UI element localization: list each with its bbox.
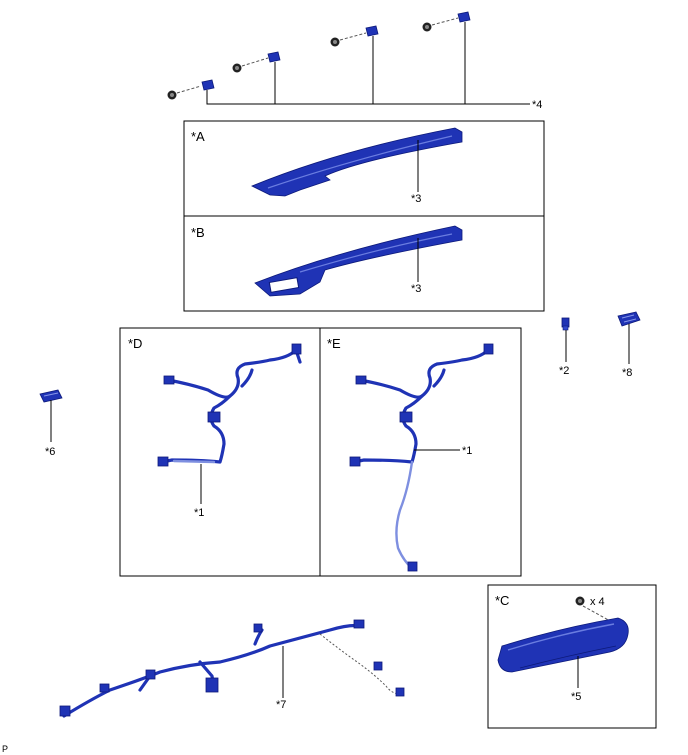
part-2-clip bbox=[561, 317, 570, 331]
wire-harness-d bbox=[157, 343, 302, 467]
clip-icon bbox=[201, 79, 215, 91]
connector-icon bbox=[163, 375, 175, 385]
screw-icon bbox=[167, 90, 177, 100]
screw-icon bbox=[330, 37, 340, 47]
screw-icon bbox=[232, 63, 242, 73]
dash-panel-a bbox=[251, 127, 463, 197]
callout-7: *7 bbox=[276, 699, 286, 711]
callout-4: *4 bbox=[532, 99, 542, 111]
variant-box-c bbox=[487, 584, 657, 729]
wire-harness-e bbox=[349, 343, 494, 572]
connector-icon bbox=[407, 561, 418, 572]
connector-icon bbox=[349, 456, 361, 467]
callout-1-d: *1 bbox=[194, 507, 204, 519]
screw-icon bbox=[422, 22, 432, 32]
callout-1-e: *1 bbox=[462, 445, 472, 457]
callout-3-a: *3 bbox=[411, 193, 421, 205]
floor-wire-harness bbox=[59, 619, 405, 718]
box-d-label: *D bbox=[128, 336, 142, 351]
connector-icon bbox=[157, 456, 169, 467]
connector-icon bbox=[291, 343, 302, 355]
callout-5: *5 bbox=[571, 691, 581, 703]
dash-panel-b bbox=[254, 225, 463, 297]
clip-icon bbox=[267, 51, 281, 63]
part-5-module bbox=[497, 617, 629, 673]
callout-6: *6 bbox=[45, 446, 55, 458]
box-c-label: *C bbox=[495, 593, 509, 608]
part-8-connector bbox=[617, 311, 641, 327]
connector-icon bbox=[395, 687, 405, 697]
callout-3-b: *3 bbox=[411, 283, 421, 295]
connector-icon bbox=[253, 623, 263, 633]
box-b-label: *B bbox=[191, 225, 205, 240]
part-6-block bbox=[39, 389, 63, 403]
clip-icon bbox=[365, 25, 379, 37]
connector-icon bbox=[399, 411, 413, 423]
connector-icon bbox=[355, 375, 367, 385]
clip-icon bbox=[457, 11, 471, 23]
connector-icon bbox=[207, 411, 221, 423]
connector-icon bbox=[59, 705, 71, 717]
connector-icon bbox=[145, 669, 156, 680]
callout-8: *8 bbox=[622, 367, 632, 379]
screw-quantity: x 4 bbox=[590, 596, 605, 608]
connector-icon bbox=[483, 343, 494, 355]
screw-icon bbox=[575, 596, 585, 606]
clip-screw-group bbox=[167, 11, 530, 105]
connector-icon bbox=[353, 619, 365, 629]
connector-icon bbox=[373, 661, 383, 671]
connector-icon bbox=[99, 683, 110, 693]
corner-mark: P bbox=[2, 744, 8, 754]
connector-icon bbox=[205, 677, 219, 693]
box-a-label: *A bbox=[191, 129, 205, 144]
callout-2: *2 bbox=[559, 365, 569, 377]
box-e-label: *E bbox=[327, 336, 341, 351]
